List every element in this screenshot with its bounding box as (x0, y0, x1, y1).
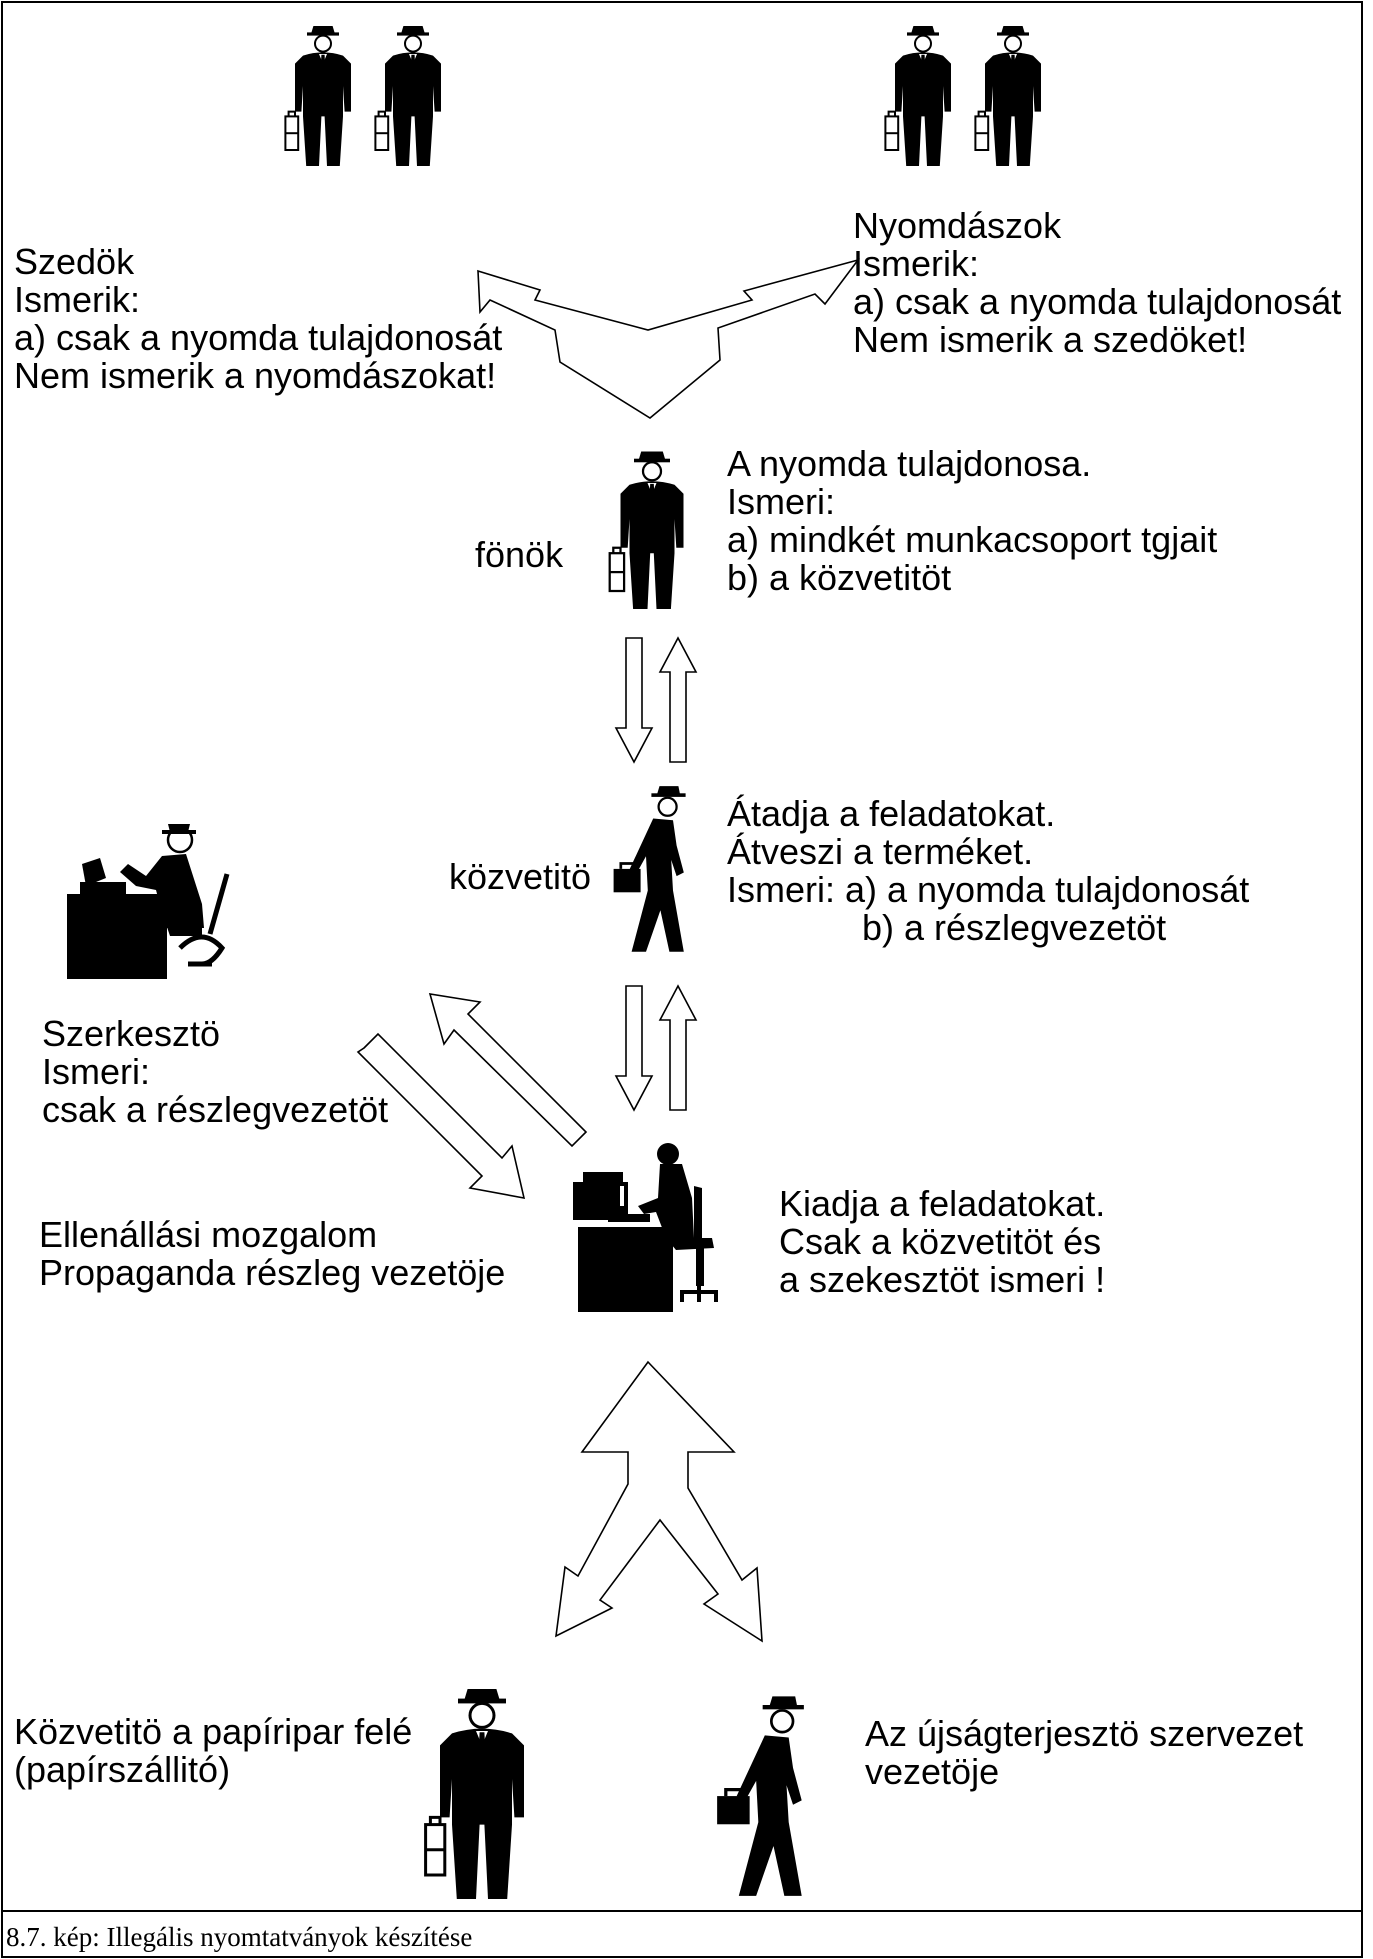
typesetters-knows-a: a) csak a nyomda tulajdonosát (14, 317, 502, 358)
diagonal-arrow-to-head-icon (356, 1032, 526, 1200)
down-arrow-owner-icon (614, 637, 654, 764)
printers-title: Nyomdászok (853, 205, 1062, 246)
owner-knows-a: a) mindkét munkacsoport tgjait (727, 519, 1217, 560)
intermediary-knows-b: b) a részlegvezetöt (862, 907, 1166, 948)
head-desc1: Kiadja a feladatokat. (779, 1183, 1105, 1224)
printer-figure-1-icon (884, 24, 953, 168)
owner-label: fönök (475, 534, 564, 575)
fork-arrow-top-icon (477, 258, 861, 419)
editor-knows-heading: Ismeri: (42, 1051, 150, 1092)
printers-not-known: Nem ismerik a szedöket! (853, 319, 1247, 360)
owner-title: A nyomda tulajdonosa. (727, 443, 1091, 484)
distributor-line2: vezetöje (865, 1751, 999, 1792)
head-desc2: Csak a közvetitöt és (779, 1221, 1101, 1262)
figure-caption: 8.7. kép: Illegális nyomtatványok készít… (6, 1922, 472, 1952)
intermediary-figure-icon (612, 784, 688, 954)
head-figure-icon (571, 1142, 720, 1314)
owner-knows-b: b) a közvetitöt (727, 557, 951, 598)
printers-knows-a: a) csak a nyomda tulajdonosát (853, 281, 1341, 322)
diagonal-arrow-to-editor-icon (428, 993, 588, 1148)
distributor-line1: Az újságterjesztö szervezet (865, 1713, 1303, 1754)
typesetter-figure-2-icon (374, 24, 443, 168)
printers-knows-heading: Ismerik: (853, 243, 979, 284)
head-org-line2: Propaganda részleg vezetöje (39, 1252, 505, 1293)
intermediary-label: közvetitö (449, 856, 591, 897)
head-org-line1: Ellenállási mozgalom (39, 1214, 377, 1255)
paper-supplier-figure-icon (424, 1687, 526, 1899)
fork-arrow-bottom-icon (555, 1360, 763, 1643)
intermediary-line2: Átveszi a terméket. (727, 831, 1033, 872)
paper-supplier-line1: Közvetitö a papíripar felé (14, 1711, 412, 1752)
owner-knows-heading: Ismeri: (727, 481, 835, 522)
intermediary-knows-a: Ismeri: a) a nyomda tulajdonosát (727, 869, 1249, 910)
up-arrow-intermediary-icon (658, 984, 698, 1111)
owner-figure-icon (608, 450, 685, 611)
editor-figure-icon (67, 824, 227, 979)
intermediary-line1: Átadja a feladatokat. (727, 793, 1055, 834)
distributor-figure-icon (715, 1694, 806, 1898)
editor-knows-a: csak a részlegvezetöt (42, 1089, 388, 1130)
printer-figure-2-icon (974, 24, 1043, 168)
editor-title: Szerkesztö (42, 1013, 220, 1054)
head-desc3: a szekesztöt ismeri ! (779, 1259, 1105, 1300)
paper-supplier-line2: (papírszállitó) (14, 1749, 230, 1790)
typesetters-not-known: Nem ismerik a nyomdászokat! (14, 355, 496, 396)
typesetters-title: Szedök (14, 241, 135, 282)
up-arrow-owner-icon (658, 636, 698, 763)
typesetters-knows-heading: Ismerik: (14, 279, 140, 320)
down-arrow-intermediary-icon (614, 985, 654, 1112)
typesetter-figure-1-icon (284, 24, 353, 168)
